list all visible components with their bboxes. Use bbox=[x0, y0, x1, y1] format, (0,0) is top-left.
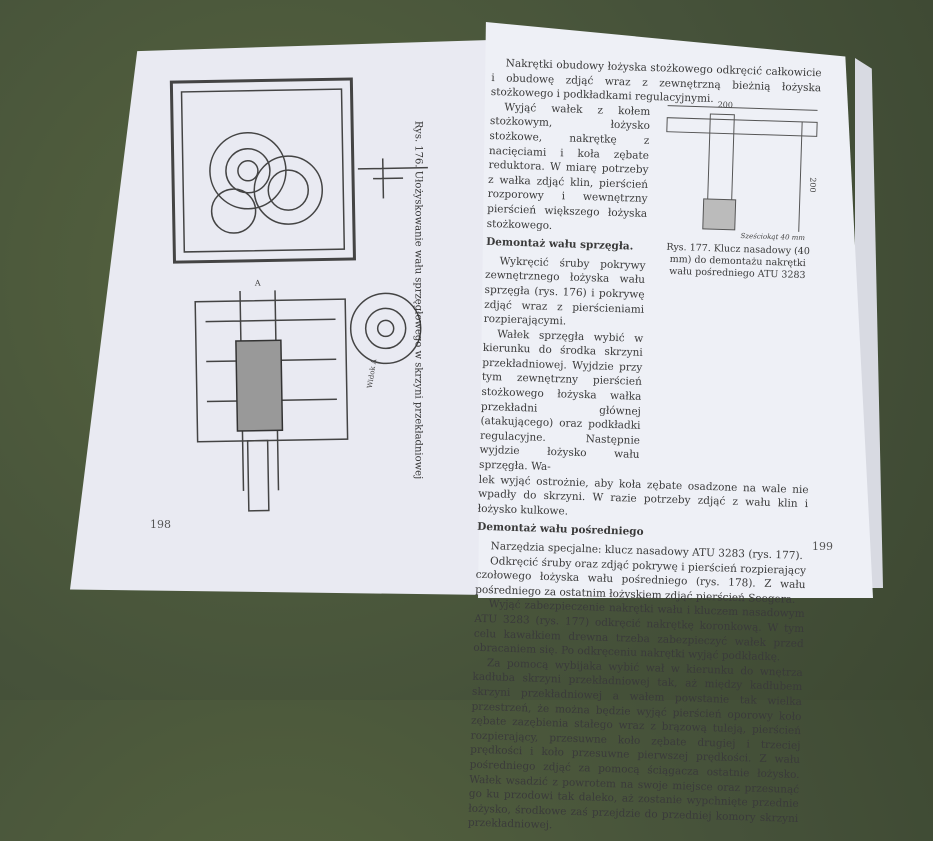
subheading: Demontaż wału sprzęgła. bbox=[485, 236, 634, 253]
section-a-label: A bbox=[254, 279, 261, 288]
paragraph: lek wyjąć ostrożnie, aby koła zębate osa… bbox=[477, 473, 809, 518]
page-number-left: 198 bbox=[150, 518, 171, 531]
paragraph: Wyjąć wałek z kołem stożkowym, łożysko s… bbox=[486, 101, 651, 232]
figure-176-drawing: Widok A A bbox=[169, 77, 428, 512]
paragraph: Wałek sprzęgła wybić w kierunku do środk… bbox=[478, 327, 644, 474]
page-number-right: 199 bbox=[812, 540, 833, 553]
paragraph: Wykręcić śruby pokrywy zewnętrznego łoży… bbox=[483, 255, 646, 328]
socket-wrench-drawing: 200 200 Sześciokąt 40 mm bbox=[666, 100, 818, 242]
view-a-label: Widok A bbox=[366, 358, 379, 389]
open-book: Widok A A Rys. 176. Ułożyskowanie wału s… bbox=[70, 22, 883, 832]
left-page bbox=[70, 40, 490, 595]
dimension-height: 200 bbox=[808, 177, 817, 193]
paragraph: Wyjąć zabezpieczenie nakrętki wału i klu… bbox=[473, 598, 805, 664]
dimension-width: 200 bbox=[718, 100, 734, 109]
narrow-column: Wyjąć wałek z kołem stożkowym, łożysko s… bbox=[479, 100, 651, 478]
figure-177: 200 200 Sześciokąt 40 mm Rys. 177. Klucz… bbox=[657, 98, 823, 283]
housing-outline bbox=[180, 88, 346, 253]
figure-177-caption: Rys. 177. Klucz nasadowy (40 mm) do demo… bbox=[666, 241, 811, 282]
paragraph: Za pomocą wybijaka wybić wał w kierunku … bbox=[467, 656, 803, 832]
figure-176-caption: Rys. 176. Ułożyskowanie wału sprzęgłoweg… bbox=[412, 120, 424, 480]
hex-label: Sześciokąt 40 mm bbox=[740, 232, 805, 242]
